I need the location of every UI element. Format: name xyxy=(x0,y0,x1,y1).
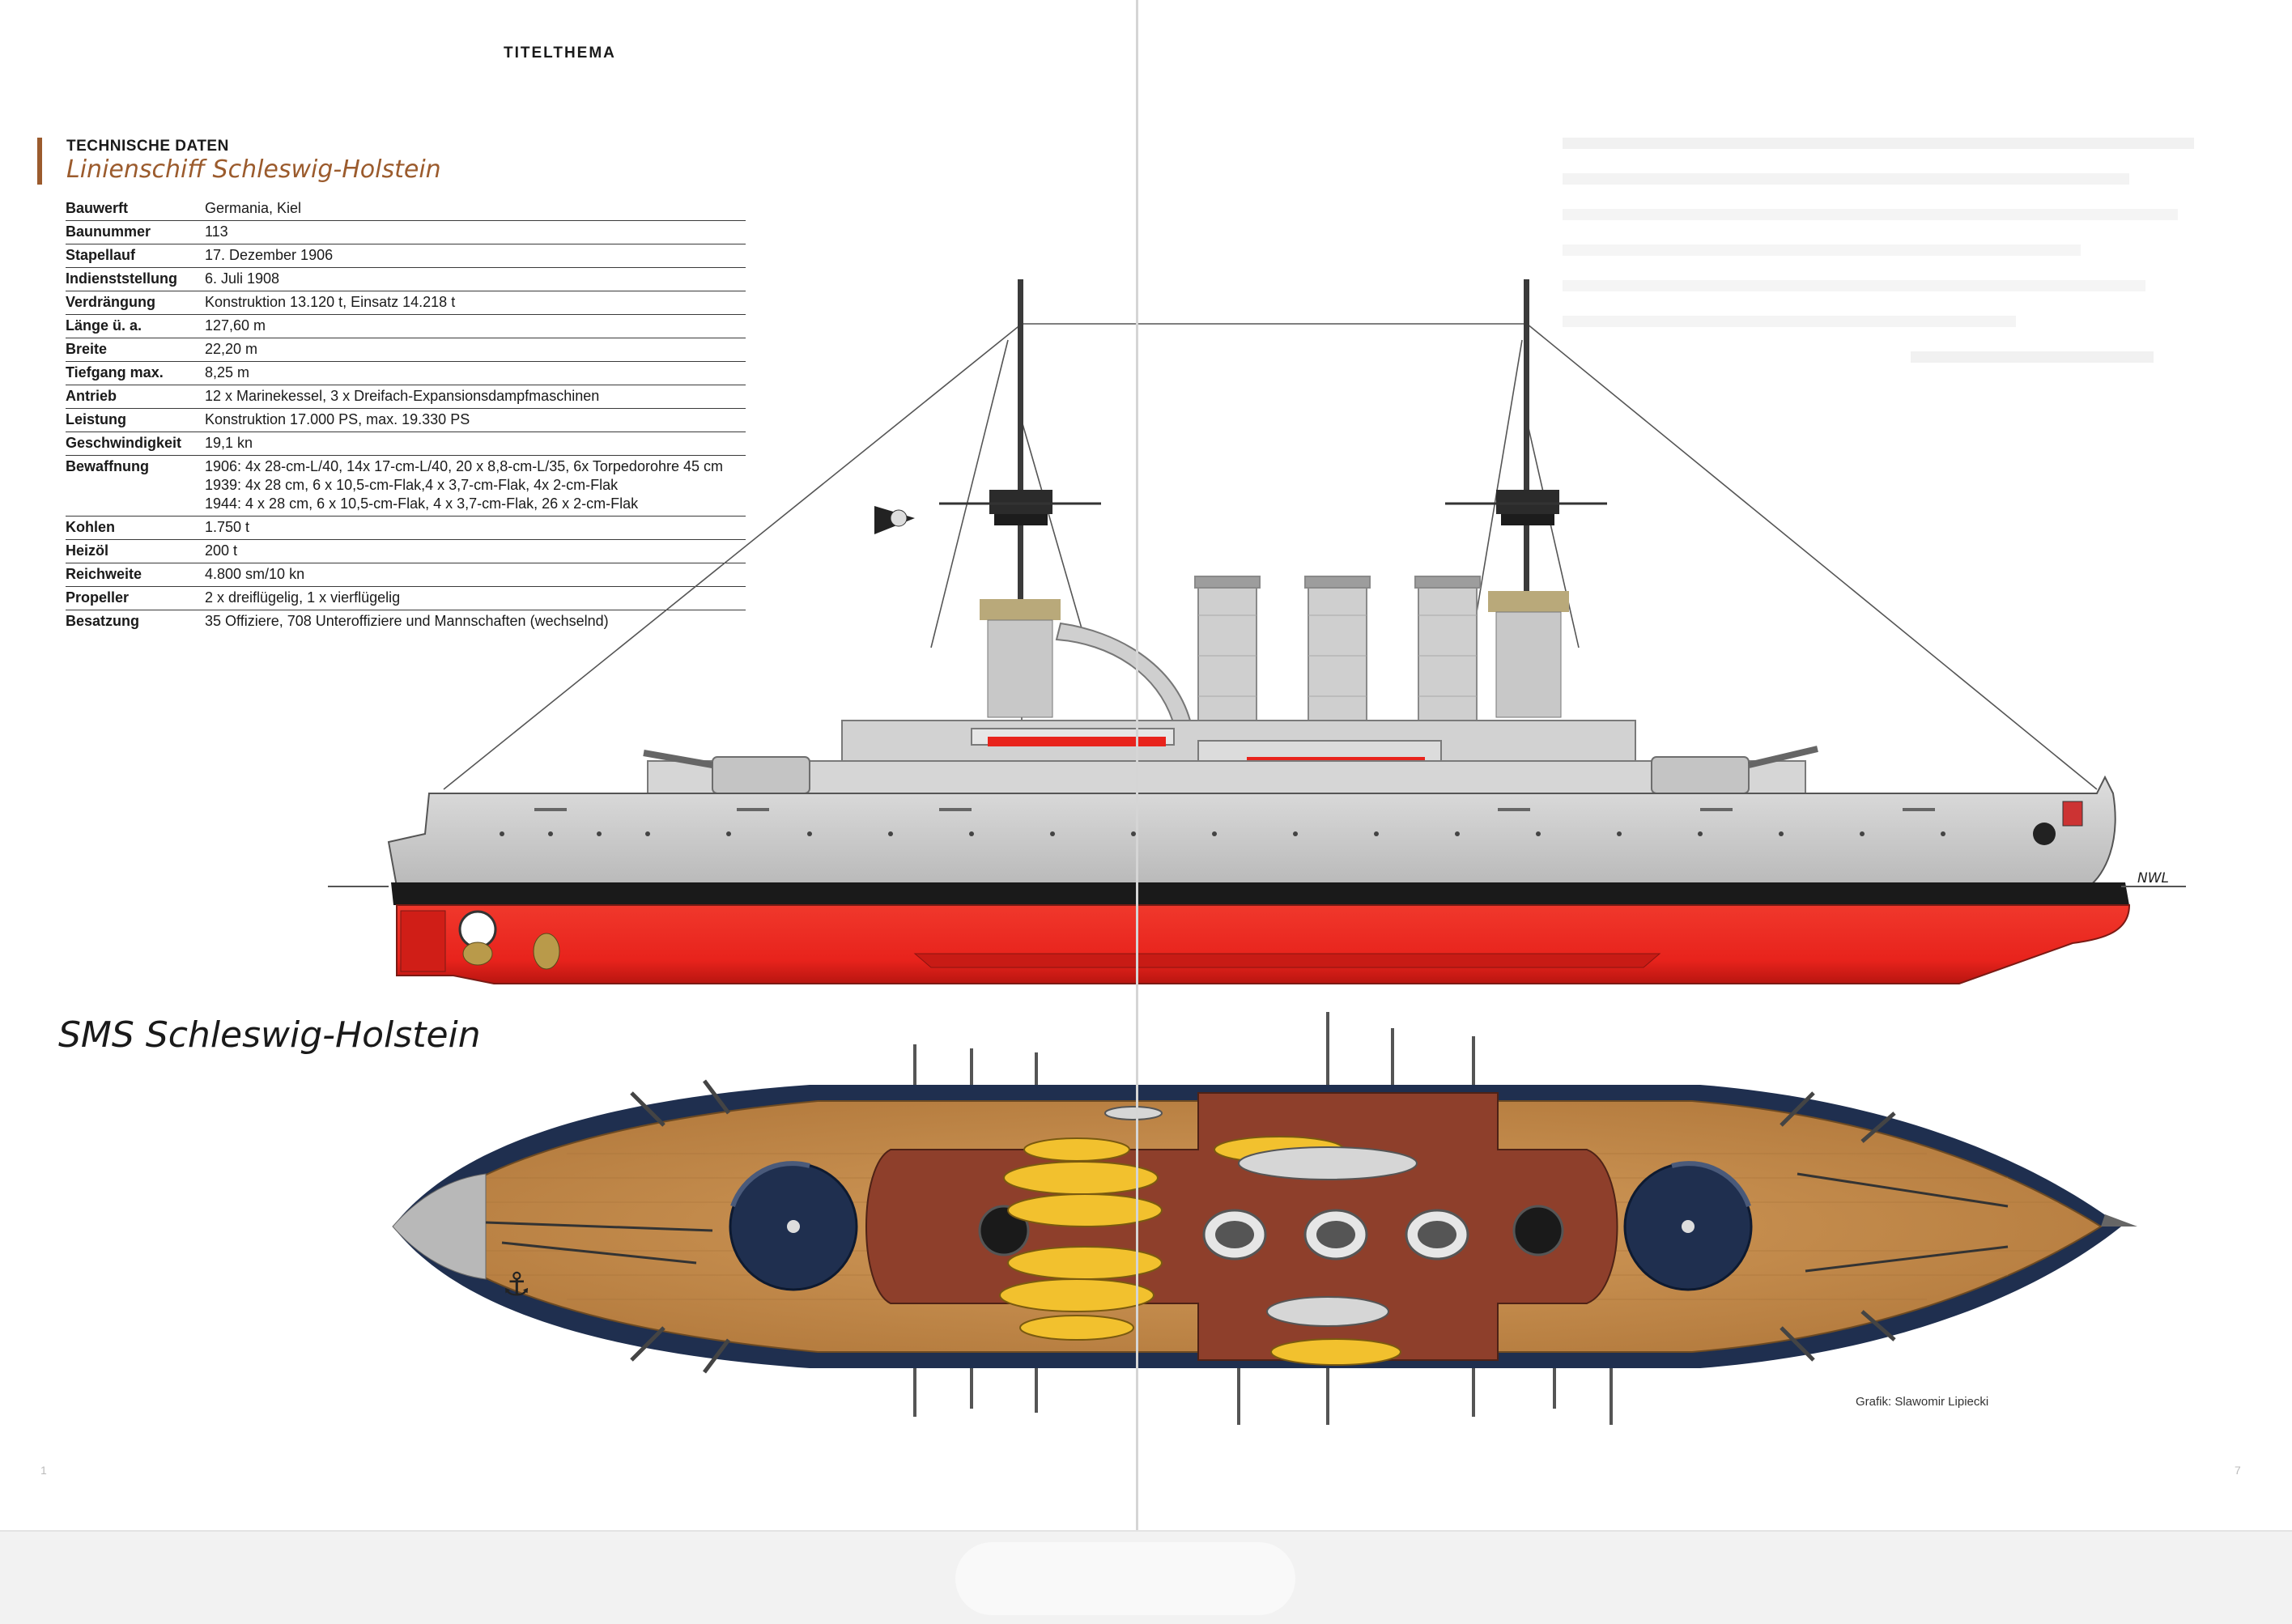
superstructure xyxy=(647,720,1806,794)
spec-value: 1.750 t xyxy=(205,516,746,540)
spec-value: 19,1 kn xyxy=(205,432,746,456)
spec-value: 6. Juli 1908 xyxy=(205,267,746,291)
tech-title: Linienschiff Schleswig-Holstein xyxy=(66,155,441,184)
spec-value: 200 t xyxy=(205,539,746,563)
spec-value: 35 Offiziere, 708 Unteroffiziere und Man… xyxy=(205,613,609,629)
mast-main-top xyxy=(1512,1205,1564,1256)
boats xyxy=(999,1136,1401,1366)
casemate-guns-top xyxy=(630,1079,1896,1374)
spec-key: Stapellauf xyxy=(66,244,205,268)
spec-value: 8,25 m xyxy=(205,361,746,385)
anchor-chains xyxy=(485,1172,2009,1273)
spec-value: Germania, Kiel xyxy=(205,198,746,221)
viewer-bottom-highlight xyxy=(955,1542,1295,1615)
spec-key: Antrieb xyxy=(66,385,205,409)
turret-fore xyxy=(729,1161,858,1291)
spec-key: Indienststellung xyxy=(66,267,205,291)
section-label: TITELTHEMA xyxy=(504,45,616,62)
spec-key: Besatzung xyxy=(66,613,140,629)
waterline-label: NWL xyxy=(2137,870,2169,886)
spec-key: Reichweite xyxy=(66,563,205,587)
spec-value: 2 x dreiflügelig, 1 x vierflügelig xyxy=(205,586,746,610)
spec-key: Verdrängung xyxy=(66,291,205,315)
spec-value: 22,20 m xyxy=(205,338,746,362)
mast-fore xyxy=(939,279,1101,718)
spec-value-line: 1906: 4x 28-cm-L/40, 14x 17-cm-L/40, 20 … xyxy=(205,458,723,474)
spec-key: Kohlen xyxy=(66,516,205,540)
bow-plate xyxy=(392,1173,487,1280)
ship-name-caption: SMS Schleswig-Holstein xyxy=(58,1014,481,1056)
propellers xyxy=(458,910,560,970)
spec-value: 127,60 m xyxy=(205,314,746,338)
accent-bar xyxy=(37,138,42,185)
spec-value: Konstruktion 17.000 PS, max. 19.330 PS xyxy=(205,408,746,432)
hull-lower xyxy=(396,904,2131,984)
spec-value: 17. Dezember 1906 xyxy=(205,244,746,268)
rudder xyxy=(400,910,446,972)
spec-value: Konstruktion 13.120 t, Einsatz 14.218 t xyxy=(205,291,746,315)
ship-top-view: ⚓ xyxy=(392,1012,2137,1425)
funnels-top xyxy=(1202,1209,1469,1261)
page-number-left: 1 xyxy=(40,1464,47,1477)
anchor-icon: ⚓ xyxy=(502,1267,531,1303)
spec-key: Geschwindigkeit xyxy=(66,432,205,456)
graphic-credit: Grafik: Slawomir Lipiecki xyxy=(1856,1395,1989,1409)
spec-key: Propeller xyxy=(66,586,205,610)
ship-illustrations: NWL ⚓ xyxy=(328,0,2186,1530)
spec-key: Länge ü. a. xyxy=(66,314,205,338)
table-row: Besatzung 35 Offiziere, 708 Unteroffizier… xyxy=(66,610,746,634)
launches xyxy=(1104,1106,1418,1327)
faded-bleed-text xyxy=(1563,130,2210,470)
boot-topping xyxy=(391,882,2129,905)
spec-key: Breite xyxy=(66,338,205,362)
spec-key: Tiefgang max. xyxy=(66,361,205,385)
funnel-bands xyxy=(1198,614,1477,697)
flag xyxy=(874,506,915,534)
page-number-right: 7 xyxy=(2235,1464,2241,1477)
rigging xyxy=(443,323,2098,790)
spec-key: Bauwerft xyxy=(66,198,205,221)
anchor-hawse xyxy=(2033,823,2056,845)
spec-value-line: 1939: 4x 28 cm, 6 x 10,5-cm-Flak,4 x 3,7… xyxy=(205,477,619,493)
table-row: Länge ü. a.127,60 m xyxy=(66,314,746,338)
table-row: Tiefgang max.8,25 m xyxy=(66,361,746,385)
spec-value: 113 xyxy=(205,220,746,244)
ship-side-view: NWL xyxy=(328,279,2186,984)
spec-key: Leistung xyxy=(66,408,205,432)
spec-key: Bewaffnung xyxy=(66,455,205,517)
turrets xyxy=(643,746,1818,794)
spec-value: 12 x Marinekessel, 3 x Dreifach-Expansio… xyxy=(205,385,746,409)
page-gutter xyxy=(1136,0,1138,1530)
crane xyxy=(1055,622,1192,726)
tech-label: TECHNISCHE DATEN xyxy=(66,138,229,155)
spec-key: Baunummer xyxy=(66,220,205,244)
spec-key: Heizöl xyxy=(66,539,205,563)
spec-value: 4.800 sm/10 kn xyxy=(205,563,746,587)
turret-aft xyxy=(1623,1161,1753,1291)
stern-tip xyxy=(2101,1214,2137,1227)
booms xyxy=(913,1012,1613,1425)
portholes xyxy=(500,831,1945,836)
mast-main xyxy=(1445,279,1607,718)
spec-value-line: 1944: 4 x 28 cm, 6 x 10,5-cm-Flak, 4 x 3… xyxy=(205,495,639,512)
bilge-keel xyxy=(913,953,1661,968)
bow-emblem xyxy=(2062,801,2083,827)
spec-value-multi: 1906: 4x 28-cm-L/40, 14x 17-cm-L/40, 20 … xyxy=(205,455,746,517)
